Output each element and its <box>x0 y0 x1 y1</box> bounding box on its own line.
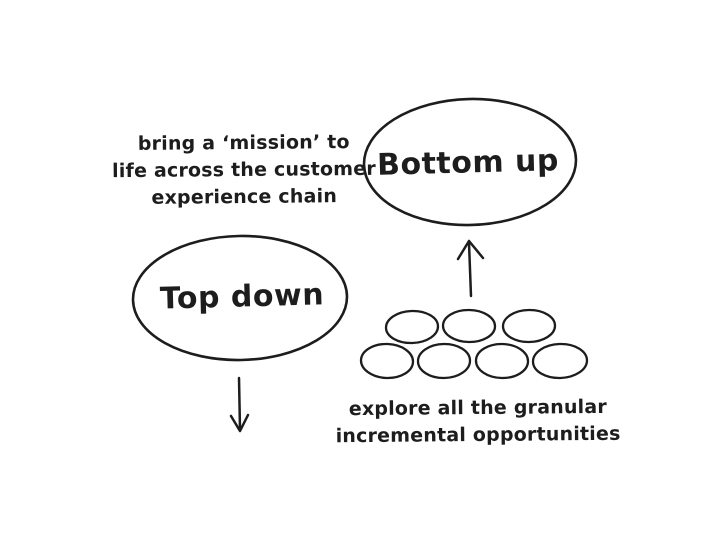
cluster-ellipse <box>416 342 472 380</box>
top-down-ellipse <box>131 234 349 362</box>
cluster-ellipse <box>359 342 415 380</box>
cluster-ellipse <box>531 342 589 380</box>
cluster-ellipse <box>501 308 557 344</box>
cluster-ellipse <box>474 342 530 380</box>
mission-annotation-line: life across the customer <box>112 157 376 183</box>
bottom-up-label: Bottom up <box>376 143 560 183</box>
granular-annotation: explore all the granular incremental opp… <box>335 394 621 450</box>
cluster-ellipse <box>384 309 440 345</box>
mission-annotation-line: experience chain <box>151 185 338 209</box>
granular-annotation-line: incremental opportunities <box>335 422 621 448</box>
mission-annotation: bring a ‘mission’ to life across the cus… <box>112 129 376 212</box>
arrow-down-icon <box>229 376 250 433</box>
granular-opportunities-cluster <box>359 308 589 380</box>
granular-annotation-line: explore all the granular <box>348 395 608 421</box>
cluster-ellipse <box>441 308 497 344</box>
top-down-label: Top down <box>159 277 325 317</box>
bottom-up-ellipse <box>362 97 578 227</box>
arrow-up-icon <box>456 239 485 298</box>
mission-annotation-line: bring a ‘mission’ to <box>137 131 350 155</box>
